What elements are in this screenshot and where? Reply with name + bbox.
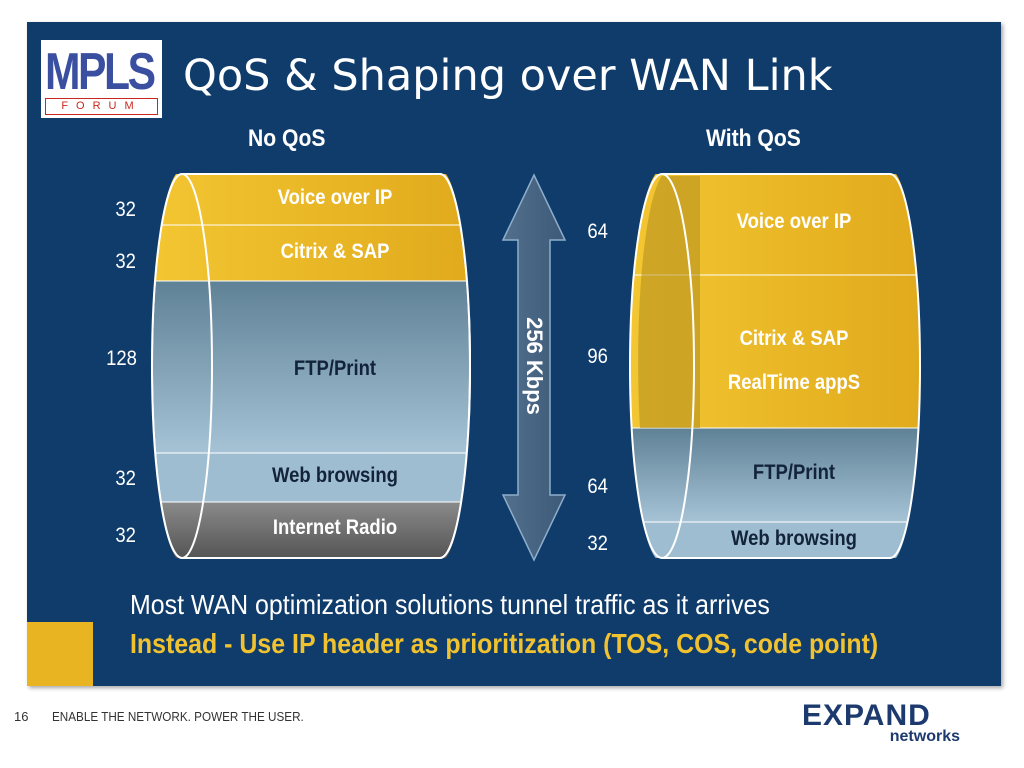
with-qos-cylinder (626, 170, 926, 562)
body-line-1: Most WAN optimization solutions tunnel t… (130, 589, 770, 620)
label-citrix-right: Citrix & SAP (739, 327, 849, 350)
value-citrix-right: 96 (587, 345, 608, 368)
accent-square (27, 622, 93, 686)
value-ftp-left: 128 (106, 347, 137, 370)
seg-ftp-right (630, 428, 922, 522)
logo-sub-text: FORUM (45, 98, 158, 115)
body-line-2: Instead - Use IP header as prioritizatio… (130, 628, 879, 659)
seg-voip-left (150, 174, 470, 225)
brand-name: EXPAND (802, 699, 931, 732)
value-voip-right: 64 (587, 220, 608, 243)
label-ftp-right: FTP/Print (752, 461, 836, 484)
value-citrix-left: 32 (115, 250, 136, 273)
seg-ftp-left (150, 281, 470, 453)
seg-radio-left (150, 502, 470, 558)
label-citrix-left: Citrix & SAP (280, 240, 390, 263)
bandwidth-label: 256 Kbps (522, 317, 547, 415)
no-qos-cylinder (150, 170, 471, 562)
mpls-forum-logo: MPLS FORUM (41, 40, 162, 118)
value-ftp-right: 64 (587, 475, 608, 498)
brand-sub: networks (889, 728, 960, 745)
slide-title: QoS & Shaping over WAN Link (183, 51, 833, 101)
footer-tagline: ENABLE THE NETWORK. POWER THE USER. (52, 709, 304, 724)
value-web-right: 32 (587, 532, 608, 555)
page-number: 16 (14, 709, 29, 724)
expand-networks-logo: EXPAND networks (802, 700, 962, 748)
bandwidth-arrow (501, 173, 567, 562)
label-radio-left: Internet Radio (272, 516, 398, 539)
value-radio-left: 32 (115, 524, 136, 547)
value-voip-left: 32 (115, 198, 136, 221)
heading-no-qos: No QoS (248, 125, 326, 152)
label-web-left: Web browsing (272, 464, 398, 487)
logo-main-text: MPLS (45, 43, 156, 101)
label-voip-left: Voice over IP (277, 186, 393, 209)
label-ftp-left: FTP/Print (293, 357, 377, 380)
label-realtime-right: RealTime appS (727, 371, 861, 394)
label-web-right: Web browsing (731, 527, 857, 550)
seg-web-left (150, 453, 470, 502)
value-web-left: 32 (115, 467, 136, 490)
heading-with-qos: With QoS (706, 125, 801, 152)
label-voip-right: Voice over IP (736, 210, 852, 233)
